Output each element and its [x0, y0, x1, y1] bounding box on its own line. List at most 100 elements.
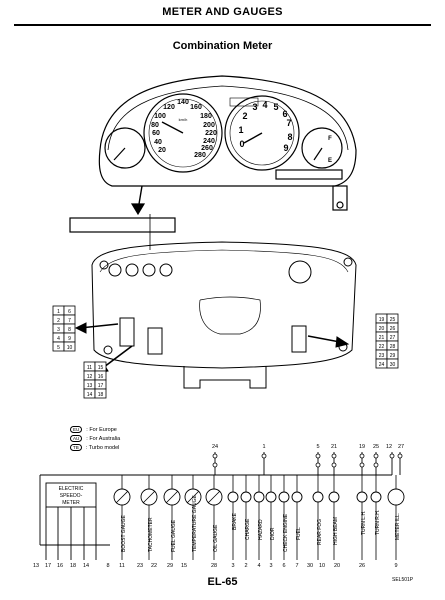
fuel-gauge: [301, 127, 343, 169]
svg-text:13: 13: [87, 383, 93, 389]
svg-text:140: 140: [177, 99, 189, 106]
svg-text:7: 7: [286, 118, 291, 128]
svg-text:F: F: [328, 136, 332, 142]
speedometer-label: ELECTRIC SPEEDO- METER: [59, 486, 84, 506]
svg-text:TEMPERATURE GAUGE: TEMPERATURE GAUGE: [192, 494, 198, 552]
svg-text:28: 28: [211, 563, 217, 569]
legend-key: EU: [70, 426, 83, 433]
svg-text:60: 60: [152, 130, 160, 137]
svg-text:15: 15: [98, 365, 104, 371]
svg-text:100: 100: [154, 113, 166, 120]
svg-text:9: 9: [394, 563, 397, 569]
svg-text:3: 3: [57, 327, 60, 333]
svg-text:20: 20: [158, 147, 166, 154]
svg-text:11: 11: [119, 563, 125, 569]
svg-text:6: 6: [68, 309, 71, 315]
svg-text:21: 21: [331, 444, 337, 450]
bottom-pin-labels: 13 17 16 18 14 8 11 23 22 29 15 28 3 2 4…: [33, 563, 398, 569]
svg-text:27: 27: [398, 444, 404, 450]
temp-gauge: [104, 127, 146, 169]
svg-text:40: 40: [154, 139, 162, 146]
svg-text:BRAKE: BRAKE: [232, 512, 238, 530]
svg-text:5: 5: [316, 444, 319, 450]
svg-text:21: 21: [379, 335, 385, 341]
svg-text:260: 260: [201, 145, 213, 152]
svg-text:5: 5: [273, 102, 278, 112]
svg-text:REAR FOG: REAR FOG: [317, 519, 323, 545]
svg-text:12: 12: [87, 374, 93, 380]
svg-text:9: 9: [68, 336, 71, 342]
tacho-scale: 3 4 5 6 7 2 1 0 8 9: [238, 100, 292, 153]
svg-text:1: 1: [57, 309, 60, 315]
svg-text:17: 17: [45, 563, 51, 569]
svg-text:8: 8: [287, 132, 292, 142]
svg-text:1: 1: [262, 444, 265, 450]
meter-illumination-symbol: [387, 488, 405, 506]
svg-text:200: 200: [203, 122, 215, 129]
svg-text:CHARGE: CHARGE: [245, 518, 251, 540]
mounting-tab: [332, 185, 348, 211]
svg-text:22: 22: [379, 344, 385, 350]
svg-text:9: 9: [283, 143, 288, 153]
svg-text:29: 29: [167, 563, 173, 569]
svg-text:km/h: km/h: [179, 117, 188, 122]
connector-right: 19 25 20 26 21 27 22 28 23 29 24 30: [375, 313, 399, 369]
svg-text:22: 22: [151, 563, 157, 569]
svg-text:10: 10: [319, 563, 325, 569]
svg-text:120: 120: [163, 104, 175, 111]
bulb-socket-large: [288, 260, 312, 284]
svg-text:26: 26: [390, 326, 396, 332]
svg-text:FUEL GAUGE: FUEL GAUGE: [171, 519, 177, 552]
svg-text:2: 2: [57, 318, 60, 324]
svg-text:16: 16: [57, 563, 63, 569]
connector-left: 1 6 2 7 3 8 4 9 5 10: [52, 305, 76, 352]
header-divider: [14, 24, 431, 26]
svg-text:3: 3: [269, 563, 272, 569]
svg-text:DIOR: DIOR: [270, 527, 276, 540]
svg-text:17: 17: [98, 383, 104, 389]
svg-text:ELECTRIC: ELECTRIC: [59, 486, 84, 492]
svg-text:7: 7: [68, 318, 71, 324]
tachometer: [224, 95, 300, 171]
connector-socket: [119, 317, 135, 347]
svg-text:23: 23: [137, 563, 143, 569]
svg-text:220: 220: [205, 130, 217, 137]
svg-text:4: 4: [257, 563, 260, 569]
svg-text:OIL GAUGE: OIL GAUGE: [213, 524, 219, 552]
svg-text:28: 28: [390, 344, 396, 350]
brake-lamp-symbol: [227, 491, 239, 503]
svg-text:26: 26: [359, 563, 365, 569]
svg-text:10: 10: [67, 345, 73, 351]
svg-text:4: 4: [262, 100, 267, 110]
svg-text:7: 7: [295, 563, 298, 569]
svg-text:1: 1: [238, 125, 243, 135]
page-number: EL-65: [207, 576, 238, 588]
svg-text:HIGH BEAM: HIGH BEAM: [333, 517, 339, 545]
svg-text:TURN L.H.: TURN L.H.: [361, 511, 367, 535]
svg-text:8: 8: [68, 327, 71, 333]
cluster-housing: [98, 75, 357, 187]
legend-europe: EU : For Europe: [70, 426, 117, 433]
svg-text:0: 0: [239, 139, 244, 149]
svg-text:8: 8: [106, 563, 109, 569]
svg-text:METER ILL.: METER ILL.: [395, 513, 401, 540]
svg-text:19: 19: [379, 317, 385, 323]
svg-text:18: 18: [98, 392, 104, 398]
speedometer: [143, 93, 223, 173]
svg-text:23: 23: [379, 353, 385, 359]
svg-text:18: 18: [70, 563, 76, 569]
section-title: METER AND GAUGES: [162, 6, 283, 18]
svg-text:2: 2: [242, 111, 247, 121]
svg-text:14: 14: [87, 392, 93, 398]
bulb-socket: [108, 263, 122, 277]
fuel-scale: F E: [328, 136, 332, 164]
svg-text:13: 13: [33, 563, 39, 569]
top-pin-labels: 24 1 5 21 19 25 12 27: [212, 444, 404, 450]
svg-text:80: 80: [151, 122, 159, 129]
svg-text:CHECK ENGINE: CHECK ENGINE: [283, 513, 289, 552]
svg-text:25: 25: [390, 317, 396, 323]
svg-text:30: 30: [307, 563, 313, 569]
svg-text:14: 14: [83, 563, 89, 569]
svg-text:16: 16: [98, 374, 104, 380]
